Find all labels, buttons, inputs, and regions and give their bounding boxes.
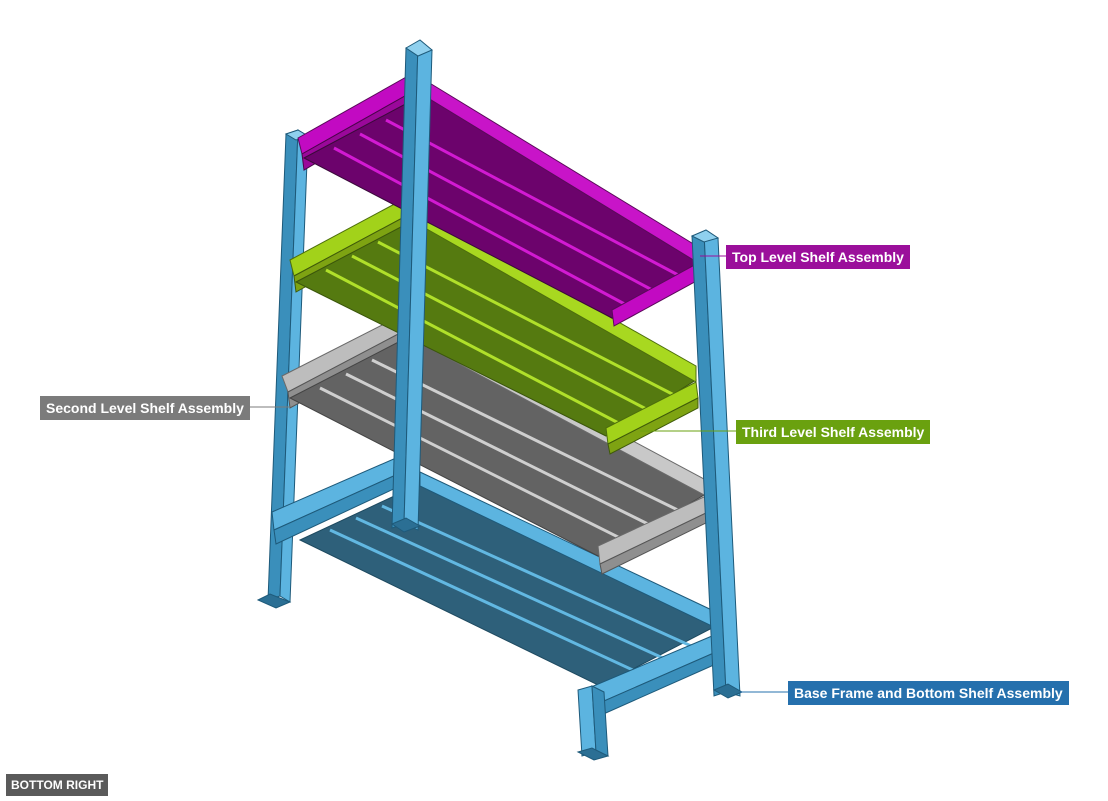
base-shelf-assembly — [271, 457, 718, 761]
callout-base-frame-bottom-shelf: Base Frame and Bottom Shelf Assembly — [788, 681, 1069, 705]
front-center-post — [390, 39, 433, 533]
callout-third-level-shelf: Third Level Shelf Assembly — [736, 420, 931, 444]
front-right-post — [690, 229, 744, 699]
callout-second-level-shelf: Second Level Shelf Assembly — [40, 396, 250, 420]
callout-top-level-shelf: Top Level Shelf Assembly — [726, 245, 910, 269]
view-orientation-badge: BOTTOM RIGHT — [6, 774, 109, 796]
